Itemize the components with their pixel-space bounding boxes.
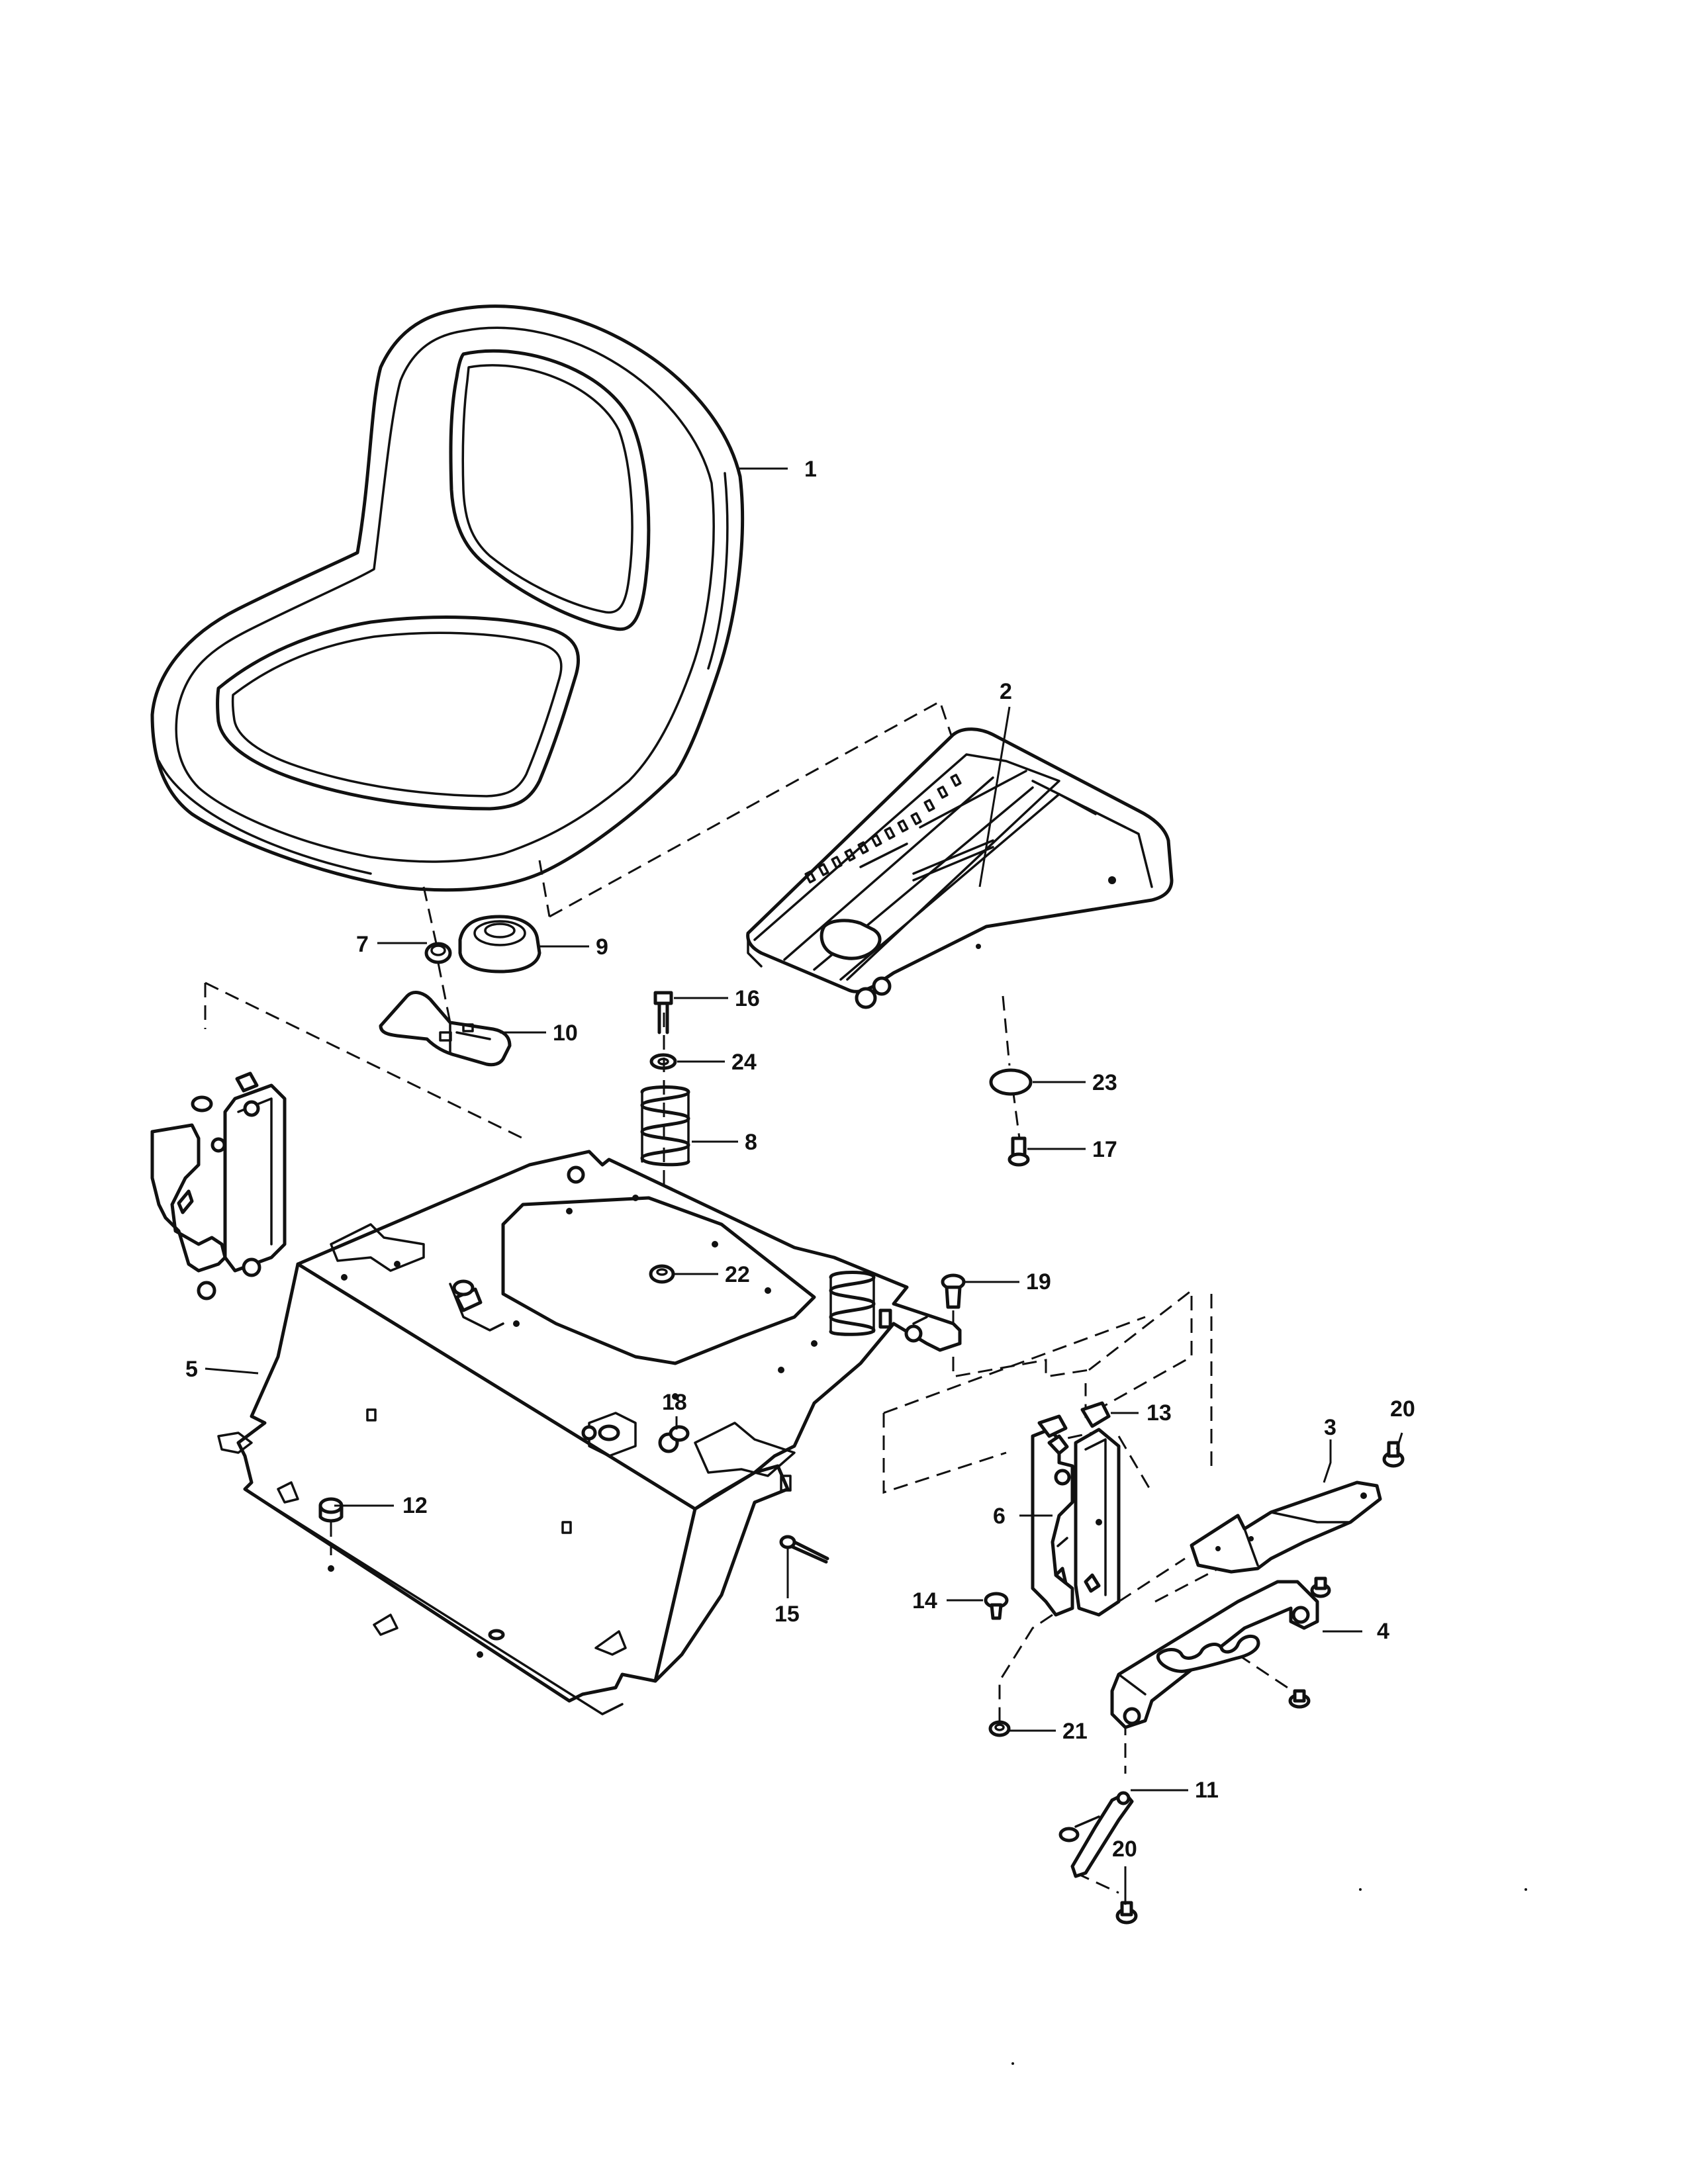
bolt-small-drawing <box>878 1308 892 1329</box>
dashed-line-14-21 <box>998 1614 1053 1727</box>
callout-20-bottom: 20 <box>1112 1837 1137 1862</box>
screw-track-drawing <box>1288 1689 1311 1709</box>
spring-8-drawing <box>640 1085 690 1167</box>
spring-copy-drawing <box>829 1271 876 1336</box>
dashed-line-seat-pan <box>549 700 961 918</box>
slotted-track-4-drawing <box>1110 1580 1319 1729</box>
dashed-line-seat-nut <box>422 886 438 947</box>
bolt-18-drawing <box>669 1425 690 1442</box>
callout-1: 1 <box>804 457 817 482</box>
nut-22-drawing <box>649 1264 675 1284</box>
callout-2: 2 <box>1000 679 1012 704</box>
dashed-line-left-bracket <box>204 981 524 1140</box>
left-bracket-drawing <box>150 1071 287 1300</box>
stray-mark-1 <box>1359 1888 1362 1891</box>
callout-3: 3 <box>1324 1415 1336 1440</box>
callout-13: 13 <box>1147 1400 1172 1426</box>
callout-17: 17 <box>1092 1137 1117 1162</box>
callout-11: 11 <box>1195 1778 1219 1803</box>
dashed-line-pan-washer <box>1002 995 1021 1139</box>
callout-19: 19 <box>1026 1269 1051 1295</box>
switch-9-drawing <box>458 915 541 974</box>
callout-22: 22 <box>725 1262 750 1287</box>
callout-10: 10 <box>553 1021 578 1046</box>
bumper-12-drawing <box>318 1497 344 1523</box>
callout-9: 9 <box>596 934 608 960</box>
adjust-bracket-3-drawing <box>1190 1480 1382 1574</box>
dashed-line-10 <box>437 962 451 1023</box>
callout-12: 12 <box>402 1493 428 1518</box>
link-11-drawing <box>1058 1791 1134 1878</box>
clip-nut-right-drawing <box>1037 1414 1068 1438</box>
screw-20-bottom-drawing <box>1115 1901 1138 1925</box>
callout-15: 15 <box>774 1602 800 1627</box>
pin-15-drawing <box>779 1535 829 1564</box>
clip-nut-13-drawing <box>1080 1401 1111 1428</box>
bolt-17-drawing <box>1008 1136 1030 1167</box>
rivet-14-drawing <box>984 1592 1009 1620</box>
pan-slot-row <box>804 774 962 884</box>
seat-pan-drawing <box>746 727 1174 1009</box>
stray-mark-2 <box>1524 1888 1527 1891</box>
callout-23: 23 <box>1092 1070 1117 1095</box>
callout-20-top: 20 <box>1390 1396 1415 1422</box>
switch-bracket-10-drawing <box>379 991 512 1067</box>
callout-7: 7 <box>356 932 369 957</box>
nut-21-drawing <box>988 1720 1011 1737</box>
seat-drawing <box>150 304 745 892</box>
callout-6: 6 <box>993 1504 1006 1529</box>
bolt-16-drawing <box>653 991 673 1034</box>
nut-7-drawing <box>424 942 452 964</box>
screw-19-drawing <box>941 1273 966 1309</box>
stray-mark-3 <box>1011 2062 1014 2065</box>
callout-5: 5 <box>185 1357 198 1382</box>
screw-right-mid-drawing <box>1310 1576 1331 1598</box>
callout-8: 8 <box>745 1130 757 1155</box>
leader-lines <box>205 467 1403 1905</box>
callout-16: 16 <box>735 986 760 1011</box>
dashed-line-11 <box>1075 1721 1127 1894</box>
callout-4: 4 <box>1377 1619 1389 1644</box>
seat-base-drawing <box>217 1150 962 1715</box>
callout-21: 21 <box>1062 1719 1088 1744</box>
callout-14: 14 <box>912 1588 937 1614</box>
washer-23-drawing <box>989 1068 1033 1096</box>
callout-18: 18 <box>662 1390 687 1415</box>
callout-24: 24 <box>731 1050 757 1075</box>
dashed-line-seat-pan-2 <box>538 860 551 917</box>
screw-20-top-drawing <box>1382 1441 1405 1468</box>
side-bracket-6-drawing <box>1031 1428 1121 1617</box>
